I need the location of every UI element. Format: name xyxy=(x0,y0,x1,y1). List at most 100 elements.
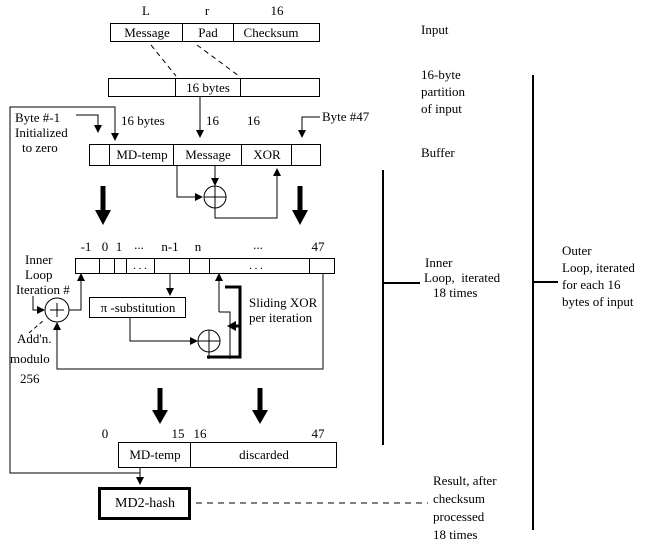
md-temp-to-hash-arrow xyxy=(136,468,144,485)
register-index-minus1: -1 xyxy=(80,239,92,254)
buffer-cell-xor: XOR xyxy=(253,147,281,162)
register-divider xyxy=(114,259,115,273)
output-index-0: 0 xyxy=(101,426,109,441)
buffer-label-16-bytes: 16 bytes xyxy=(121,113,165,128)
partition-dashed-links xyxy=(150,44,240,77)
byte-minus1-note: Byte #-1 Initialized to zero xyxy=(13,110,68,155)
bold-flow-arrows-bottom xyxy=(152,388,268,424)
register-index-n-1: n-1 xyxy=(161,239,179,254)
md2-hash-label: MD2-hash xyxy=(115,495,175,511)
input-width-label-16: 16 xyxy=(270,3,284,18)
buffer-row-divider xyxy=(291,145,292,165)
partition-cell-16-bytes: 16 bytes xyxy=(186,79,230,95)
caption-outer-loop-line: bytes of input xyxy=(562,294,634,309)
register-dots-cell: . . . xyxy=(249,260,263,272)
addition-note-line: 256 xyxy=(20,371,40,386)
buffer-row: MD-temp Message XOR xyxy=(89,144,321,166)
caption-result-line: checksum xyxy=(433,491,485,506)
addition-modulo-note: Add'n. modulo 256 xyxy=(10,329,51,389)
caption-partition-line: partition xyxy=(421,84,466,99)
caption-input: Input xyxy=(421,22,449,37)
input-width-label-r: r xyxy=(204,3,210,18)
addition-note-line: modulo xyxy=(10,351,50,366)
input-width-label-l: L xyxy=(142,3,150,18)
caption-inner-loop-line: Loop, iterated xyxy=(424,270,501,285)
caption-inner-loop: Inner Loop, iterated 18 times xyxy=(424,255,500,300)
register-index-47: 47 xyxy=(311,239,325,254)
byte-47-label: Byte #47 xyxy=(322,109,370,124)
buffer-row-divider xyxy=(241,145,242,165)
register-index-0: 0 xyxy=(101,239,109,254)
buffer-label-16-message: 16 xyxy=(206,113,219,128)
xor-circle-register xyxy=(197,329,221,353)
outer-loop-bracket xyxy=(532,75,558,530)
md2-hash-box: MD2-hash xyxy=(98,487,191,520)
buffer-cell-message: Message xyxy=(185,147,231,162)
output-row-divider xyxy=(190,443,191,467)
input-cell-pad: Pad xyxy=(198,24,218,40)
caption-result-line: processed xyxy=(433,509,485,524)
add-circle xyxy=(44,297,70,323)
caption-outer-loop-line: Loop, iterated xyxy=(562,260,635,275)
pi-substitution-label: π -substitution xyxy=(100,299,176,315)
iteration-number-note: Inner Loop Iteration # xyxy=(16,252,70,297)
inner-loop-bracket xyxy=(382,170,420,445)
checksum-xor-wires xyxy=(176,166,281,219)
output-index-47: 47 xyxy=(311,426,325,441)
register-index-n: n xyxy=(194,239,202,254)
caption-result-line: 18 times xyxy=(433,527,478,542)
caption-outer-loop-line: Outer xyxy=(562,243,592,258)
input-row: Message Pad Checksum xyxy=(110,23,320,42)
buffer-row-divider xyxy=(109,145,110,165)
input-cell-message: Message xyxy=(124,24,170,40)
xor-circle-buffer xyxy=(203,185,227,209)
partition-row-divider xyxy=(175,79,176,96)
partition-to-message-arrow xyxy=(196,97,204,138)
byte-minus1-arrow xyxy=(76,114,102,133)
output-row: MD-temp discarded xyxy=(118,442,337,468)
register-row: . . . . . . xyxy=(75,258,335,274)
sliding-xor-note-line: Sliding XOR xyxy=(249,295,318,310)
register-divider xyxy=(309,259,310,273)
register-divider xyxy=(126,259,127,273)
input-row-divider xyxy=(233,24,234,41)
register-divider xyxy=(189,259,190,273)
caption-outer-loop-line: for each 16 xyxy=(562,277,621,292)
input-row-divider xyxy=(182,24,183,41)
register-divider xyxy=(99,259,100,273)
caption-inner-loop-line: Inner xyxy=(425,255,453,270)
register-index-dots: ... xyxy=(134,237,144,252)
buffer-row-divider xyxy=(173,145,174,165)
caption-buffer: Buffer xyxy=(421,145,455,160)
byte-minus1-note-line: Initialized xyxy=(15,125,68,140)
input-cell-checksum: Checksum xyxy=(243,24,299,40)
caption-partition-line: of input xyxy=(421,101,462,116)
buffer-label-16-xor: 16 xyxy=(247,113,260,128)
caption-result-line: Result, after xyxy=(433,473,497,488)
output-cell-discarded: discarded xyxy=(239,447,289,462)
register-index-1: 1 xyxy=(115,239,123,254)
bold-flow-arrows-top xyxy=(95,186,308,225)
partition-row: 16 bytes xyxy=(108,78,320,97)
buffer-cell-md-temp: MD-temp xyxy=(116,147,168,162)
output-cell-md-temp: MD-temp xyxy=(129,447,181,462)
output-index-16: 16 xyxy=(193,426,207,441)
register-divider xyxy=(209,259,210,273)
sliding-xor-note: Sliding XOR per iteration xyxy=(249,295,317,325)
addition-note-line: Add'n. xyxy=(17,331,52,346)
caption-partition: 16-byte partition of input xyxy=(421,66,465,117)
register-divider xyxy=(154,259,155,273)
register-index-dots: ... xyxy=(253,237,263,252)
output-index-15: 15 xyxy=(171,426,185,441)
register-dots-cell: . . . xyxy=(133,260,147,272)
caption-inner-loop-line: 18 times xyxy=(433,285,478,300)
partition-row-divider xyxy=(240,79,241,96)
caption-partition-line: 16-byte xyxy=(421,67,461,82)
byte-minus1-note-line: to zero xyxy=(22,140,58,155)
pi-substitution-box: π -substitution xyxy=(89,297,186,318)
iteration-note-line: Inner xyxy=(25,252,53,267)
iteration-note-line: Iteration # xyxy=(16,282,70,297)
caption-result: Result, after checksum processed 18 time… xyxy=(433,472,497,544)
